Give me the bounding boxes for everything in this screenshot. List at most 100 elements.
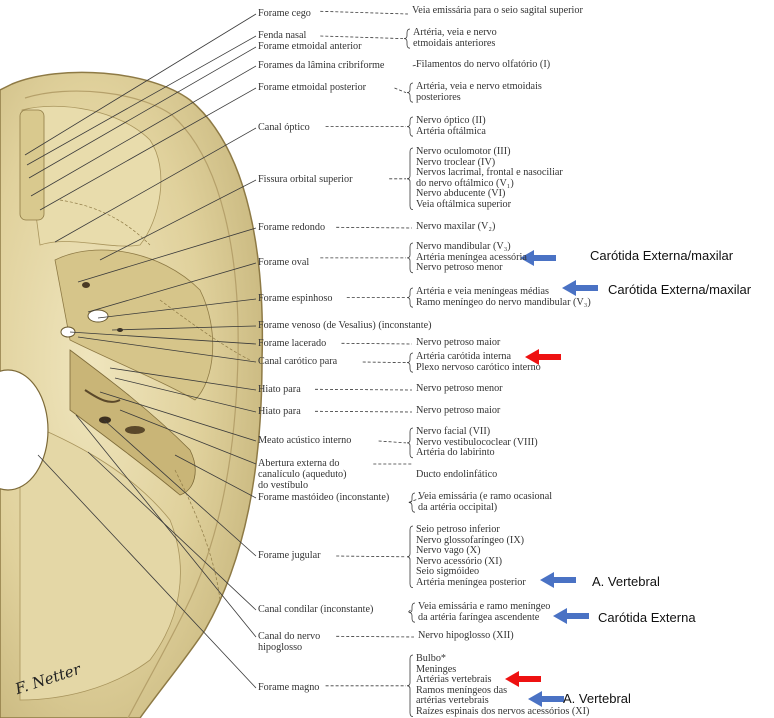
content-line: Nervo facial (VII) <box>416 426 491 437</box>
content-line: Ramos meníngeos das <box>416 684 508 696</box>
content-line: Plexo nervoso carótico interno <box>416 361 541 373</box>
content-line: Seio petroso inferior <box>416 524 500 535</box>
leader-line <box>77 336 257 363</box>
foramen-label: Forame etmoidal posterior <box>258 82 367 93</box>
dashed-connector <box>341 342 413 345</box>
content-line: Meninges <box>416 663 457 675</box>
leader-line <box>24 13 257 156</box>
leader-line <box>30 65 257 197</box>
brace <box>406 242 414 274</box>
content-line: Nervo petroso menor <box>416 383 503 394</box>
brace <box>406 147 414 210</box>
foramen-label: Fissura orbital superior <box>258 174 353 185</box>
foramen-label: Forame magno <box>258 682 320 693</box>
content-line: Filamentos do nervo olfatório (I) <box>416 59 551 70</box>
content-line: Veia emissária e ramo meníngeo <box>418 601 551 612</box>
content-line: Artéria carótida interna <box>416 351 512 362</box>
leader-line <box>119 409 257 465</box>
leader-line <box>39 87 257 211</box>
foramen-label: Forame venoso (de Vesalius) (inconstante… <box>258 320 432 331</box>
content-line: Ramo meníngeo do nervo mandibular (V₃) <box>416 296 591 308</box>
content-line: Raízes espinais dos nervos acessórios (X… <box>416 706 590 717</box>
leader-line <box>69 331 257 345</box>
leader-line <box>174 454 257 499</box>
leader-line <box>109 367 257 391</box>
content-line: Ducto endolinfático <box>416 469 498 480</box>
content-line: Nervo oculomotor (III) <box>416 146 511 157</box>
content-line: Artéria e veia meníngeas médias <box>416 286 549 297</box>
dashed-connector <box>314 410 413 413</box>
dashed-connector <box>320 35 404 39</box>
brace <box>406 287 414 308</box>
foramen-label: Canal óptico <box>258 122 310 133</box>
content-line: Veia emissária para o seio sagital super… <box>412 5 583 16</box>
leader-line <box>37 454 257 689</box>
content-line: Artérias vertebrais <box>416 674 492 686</box>
blue-arrow-icon <box>528 691 564 707</box>
foramen-label: Forame lacerado <box>258 338 327 349</box>
dashed-connector <box>320 10 409 15</box>
leader-line <box>99 391 257 442</box>
leader-line <box>28 46 257 179</box>
dashed-connector <box>407 497 422 503</box>
content-line: Nervo petroso menor <box>416 262 503 274</box>
foramen-label: Canal do nervo hipoglosso <box>258 631 321 653</box>
content-line: Artéria meníngea acessória <box>416 251 527 263</box>
content-line: Artéria, veia e nervo <box>413 27 497 38</box>
brace <box>406 82 414 103</box>
content-line: Nervo petroso maior <box>416 405 501 416</box>
content-line: Nervo glossofaríngeo (IX) <box>416 534 525 546</box>
foramen-label: Forame espinhoso <box>258 293 333 304</box>
foramen-label: Forames da lâmina cribriforme <box>258 60 385 71</box>
content-line: Artéria meníngea posterior <box>416 577 526 588</box>
dashed-connector <box>411 64 416 67</box>
annotation-label: A. Vertebral <box>592 574 660 589</box>
dashed-connector <box>378 440 407 444</box>
content-line: Nervo hipoglosso (XII) <box>418 630 514 641</box>
brace <box>406 352 414 373</box>
brace <box>403 28 411 49</box>
dashed-connector <box>407 609 411 613</box>
foramen-label: Fenda nasal <box>258 30 307 41</box>
leader-line <box>97 298 257 319</box>
foramen-label: Canal condilar (inconstante) <box>258 604 374 615</box>
foramen-label: Forame oval <box>258 257 310 268</box>
content-line: posteriores <box>416 91 461 103</box>
leader-line <box>77 227 257 283</box>
content-line: Nervo mandibular (V₃) <box>416 241 511 252</box>
annotation-label: Carótida Externa <box>598 610 696 625</box>
foramen-label: Abertura externa do canalículo (aqueduto… <box>258 458 347 491</box>
content-line: Artéria, veia e nervo etmoidais <box>416 81 542 92</box>
foramen-label: Meato acústico interno <box>258 435 352 446</box>
foramen-label: Forame etmoidal anterior <box>258 41 362 52</box>
foramen-label: Forame cego <box>258 8 311 19</box>
leader-line <box>114 377 257 413</box>
content-line: Nervo acessório (XI) <box>416 555 502 567</box>
dashed-connector <box>336 555 407 558</box>
leader-line <box>103 419 257 557</box>
content-line: Nervo petroso maior <box>416 337 501 348</box>
dashed-connector <box>314 388 413 391</box>
content-line: Nervo abducente (VI) <box>416 188 506 200</box>
leader-line <box>99 179 257 261</box>
blue-arrow-icon <box>520 250 556 266</box>
content-line: Nervo vestibulococlear (VIII) <box>416 436 538 448</box>
brace <box>406 525 414 588</box>
brace <box>408 602 416 623</box>
dashed-connector <box>394 87 407 93</box>
annotation-label: Carótida Externa/maxilar <box>608 282 752 297</box>
dashed-connector <box>362 361 407 363</box>
content-line: artérias vertebrais <box>416 695 489 707</box>
blue-arrow-icon <box>540 572 576 588</box>
content-line: Artéria oftálmica <box>416 125 486 137</box>
content-line: Seio sigmóideo <box>416 566 480 578</box>
content-line: Nervos lacrimal, frontal e nasociliar <box>416 167 563 179</box>
foramen-label: Forame mastóideo (inconstante) <box>258 492 390 503</box>
foramen-label: Hiato para <box>258 406 301 417</box>
foramen-label: Hiato para <box>258 384 301 395</box>
content-line: Veia emissária (e ramo ocasional <box>418 491 553 502</box>
brace <box>406 116 414 137</box>
dashed-connector <box>336 635 415 638</box>
content-line: Nervo vago (X) <box>416 545 481 557</box>
